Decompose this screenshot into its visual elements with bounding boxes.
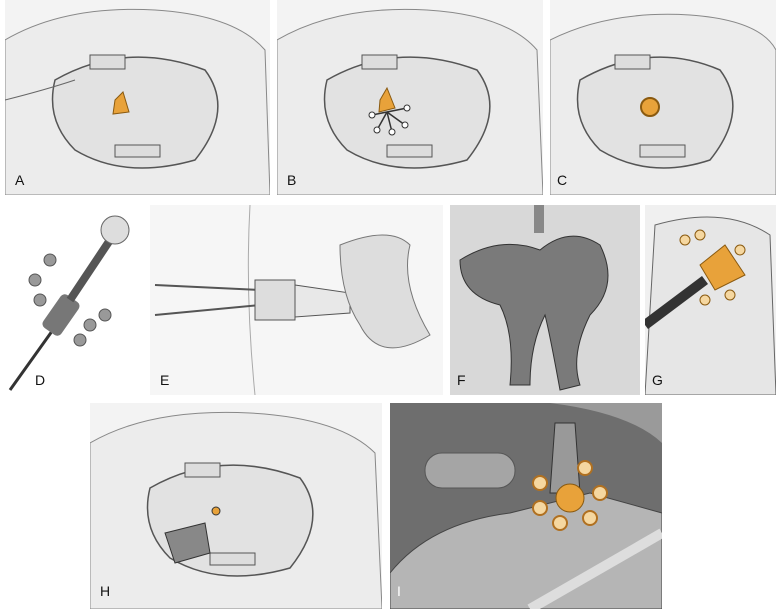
panel-d: D <box>0 200 145 395</box>
panel-label-i: I <box>397 583 401 599</box>
panel-a: A <box>5 0 270 195</box>
device-insertion-sketch <box>154 205 431 395</box>
panel-i: I <box>390 403 662 609</box>
ventricle-model-illustration <box>459 205 609 391</box>
panel-label-b: B <box>287 172 297 188</box>
panel-label-h: H <box>100 583 111 599</box>
panel-label-g: G <box>652 372 663 388</box>
panel-label-f: F <box>457 372 466 388</box>
device-cutaway-render <box>390 403 662 609</box>
panel-f: F <box>450 205 640 395</box>
panel-b: B <box>277 0 543 195</box>
panel-label-e: E <box>160 372 170 388</box>
endoscope-device-illustration <box>8 215 130 391</box>
panel-label-a: A <box>15 172 25 188</box>
panel-c: C <box>550 0 776 195</box>
device-deployment-sketch <box>645 216 776 395</box>
panel-e: E <box>150 205 443 395</box>
surgical-sketch-h <box>90 411 382 609</box>
surgical-sketch-b <box>277 8 543 195</box>
panel-g: G <box>645 205 776 395</box>
surgical-sketch-c <box>550 13 776 195</box>
panel-h: H <box>90 403 382 609</box>
panel-label-c: C <box>557 172 568 188</box>
panel-label-d: D <box>35 372 46 388</box>
surgical-sketch-a <box>5 8 270 195</box>
